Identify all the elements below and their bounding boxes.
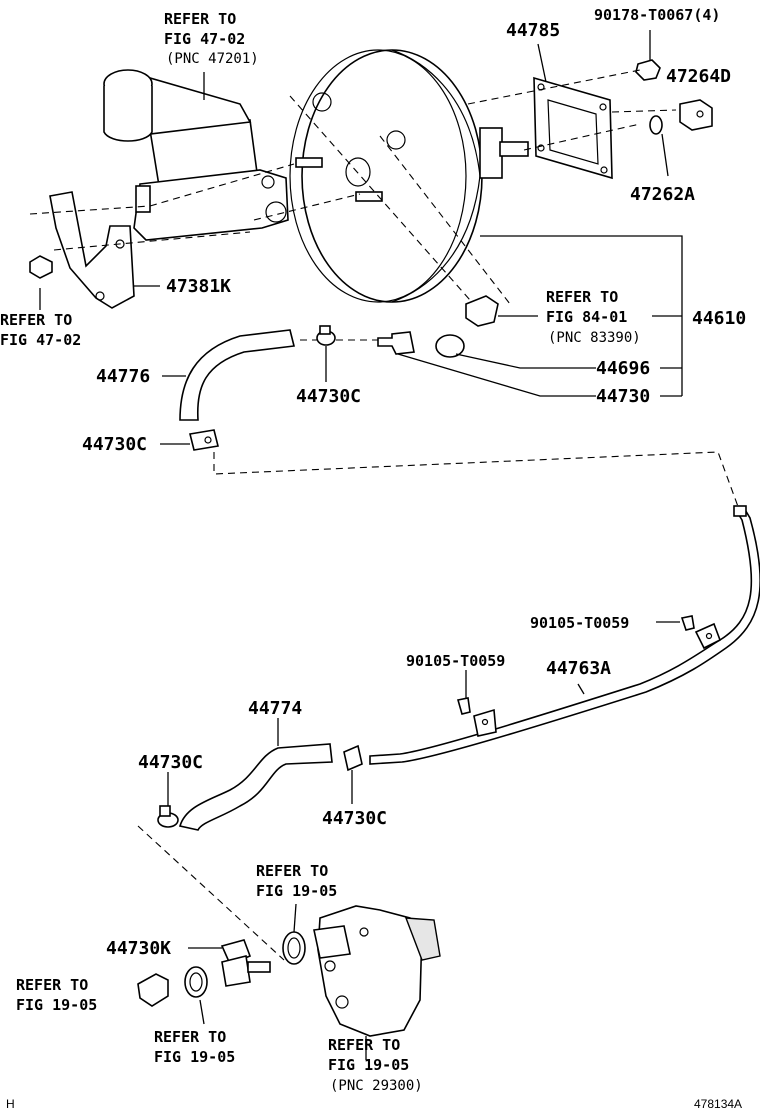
svg-text:REFER TO: REFER TO — [256, 862, 328, 880]
clamp-44730C-mid — [189, 429, 219, 451]
bolt-90105-lower — [456, 697, 471, 715]
svg-text:FIG 47-02: FIG 47-02 — [164, 30, 245, 48]
label-44730K[interactable]: 44730K — [106, 938, 171, 959]
label-90105-T0059-upper[interactable]: 90105-T0059 — [530, 614, 629, 632]
svg-text:REFER TO: REFER TO — [164, 10, 236, 28]
hose-44776 — [179, 329, 295, 421]
label-44730C-upper[interactable]: 44730C — [296, 386, 361, 407]
svg-text:FIG 19-05: FIG 19-05 — [154, 1048, 235, 1066]
fitting-44730K — [220, 939, 271, 987]
clevis-47264D — [679, 99, 713, 131]
nut-90178 — [635, 59, 661, 81]
tube-bracket-upper — [694, 622, 722, 650]
gasket-lower — [184, 966, 208, 998]
svg-text:REFER TO: REFER TO — [0, 311, 72, 329]
svg-text:(PNC 29300): (PNC 29300) — [330, 1078, 423, 1094]
figure-id: 478134A — [694, 1097, 742, 1111]
svg-text:REFER TO: REFER TO — [154, 1028, 226, 1046]
label-44610[interactable]: 44610 — [692, 308, 746, 329]
label-44776[interactable]: 44776 — [96, 366, 150, 387]
svg-text:REFER TO: REFER TO — [16, 976, 88, 994]
vacuum-tube-44763A — [369, 505, 760, 765]
svg-text:(PNC 47201): (PNC 47201) — [166, 51, 259, 67]
svg-text:FIG 47-02: FIG 47-02 — [0, 331, 81, 349]
label-44730C-mid[interactable]: 44730C — [82, 434, 147, 455]
svg-text:FIG 19-05: FIG 19-05 — [16, 996, 97, 1014]
oring-pump — [282, 931, 306, 965]
label-44763A[interactable]: 44763A — [546, 658, 611, 679]
ref-pump[interactable]: REFER TO FIG 19-05 (PNC 29300) — [328, 1036, 423, 1094]
svg-text:(PNC 83390): (PNC 83390) — [548, 330, 641, 346]
plug-lower — [137, 973, 169, 1007]
label-44730[interactable]: 44730 — [596, 386, 650, 407]
clamp-44730C-upper — [316, 325, 336, 346]
nut-left — [29, 255, 53, 279]
hose-44774 — [178, 743, 333, 831]
svg-text:REFER TO: REFER TO — [546, 288, 618, 306]
ref-check-valve[interactable]: REFER TO FIG 84-01 (PNC 83390) — [546, 288, 641, 346]
label-90105-T0059-lower[interactable]: 90105-T0059 — [406, 652, 505, 670]
svg-text:REFER TO: REFER TO — [328, 1036, 400, 1054]
ref-left-bolt[interactable]: REFER TO FIG 47-02 — [0, 311, 81, 349]
label-44730C-lower[interactable]: 44730C — [322, 808, 387, 829]
ref-plug[interactable]: REFER TO FIG 19-05 — [16, 976, 97, 1014]
clamp-44730C-lower — [343, 744, 363, 772]
check-valve-44730 — [377, 331, 465, 358]
label-44730C-lower-left[interactable]: 44730C — [138, 752, 203, 773]
label-47262A[interactable]: 47262A — [630, 184, 695, 205]
check-valve-plug — [465, 295, 499, 327]
label-90178-T0067[interactable]: 90178-T0067(4) — [594, 6, 720, 24]
svg-text:FIG 84-01: FIG 84-01 — [546, 308, 627, 326]
brake-booster-44610 — [289, 49, 529, 303]
ref-gasket[interactable]: REFER TO FIG 19-05 — [154, 1028, 235, 1066]
corner-marker: H — [6, 1097, 15, 1111]
label-44785[interactable]: 44785 — [506, 20, 560, 41]
label-44774[interactable]: 44774 — [248, 698, 302, 719]
master-cylinder — [103, 69, 289, 241]
label-47264D[interactable]: 47264D — [666, 66, 731, 87]
gasket-44785 — [533, 76, 613, 180]
bracket-47381K — [49, 191, 135, 309]
svg-text:FIG 19-05: FIG 19-05 — [328, 1056, 409, 1074]
vacuum-pump — [313, 905, 441, 1037]
clamp-44730C-lower-left — [157, 805, 179, 828]
label-44696[interactable]: 44696 — [596, 358, 650, 379]
nut-47262A — [649, 115, 663, 135]
bolt-90105-upper — [680, 615, 695, 631]
svg-text:FIG 19-05: FIG 19-05 — [256, 882, 337, 900]
tube-bracket-lower — [473, 708, 497, 737]
ref-pump-oring[interactable]: REFER TO FIG 19-05 — [256, 862, 337, 900]
ref-master-cylinder[interactable]: REFER TO FIG 47-02 (PNC 47201) — [164, 10, 259, 67]
label-47381K[interactable]: 47381K — [166, 276, 231, 297]
